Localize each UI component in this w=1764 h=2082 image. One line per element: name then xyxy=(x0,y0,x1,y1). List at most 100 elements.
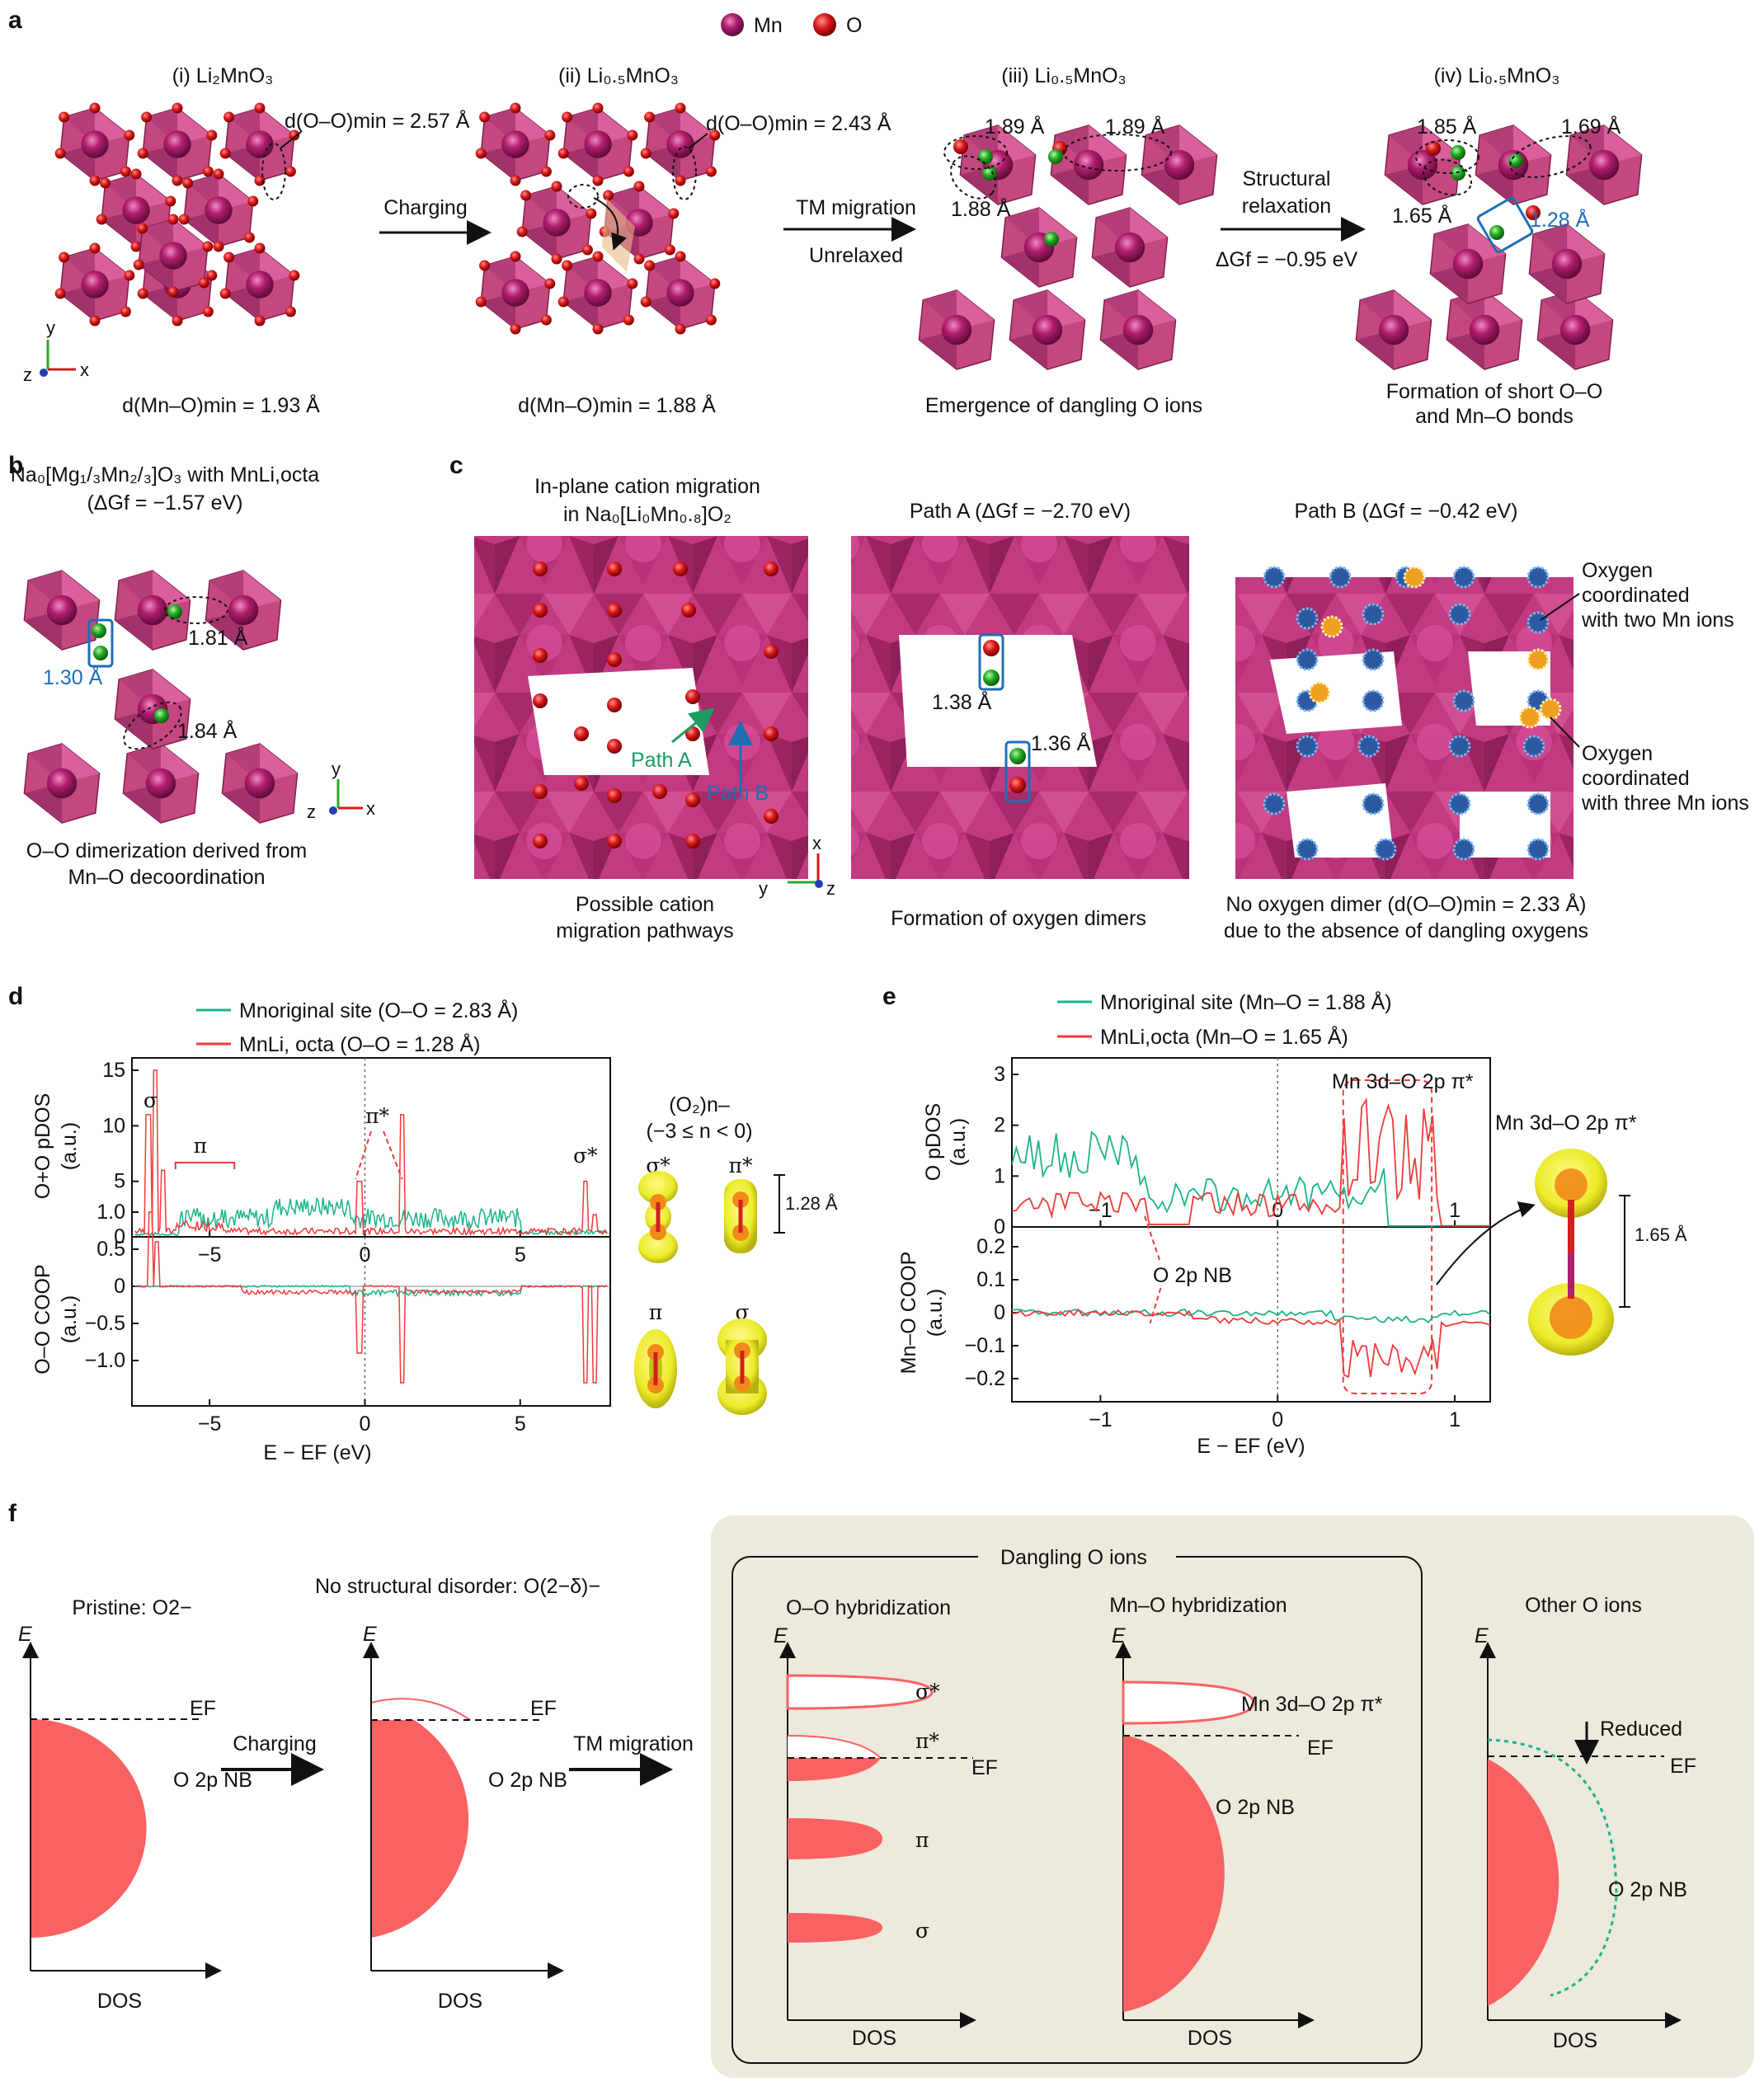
structural-label: Structural xyxy=(1243,167,1331,190)
panel-f-label: f xyxy=(8,1500,17,1527)
e-xtick: 1 xyxy=(1449,1408,1461,1431)
orbital-pistar-label: π* xyxy=(729,1154,753,1177)
svg-text:EF: EF xyxy=(971,1756,998,1779)
svg-text:DOS: DOS xyxy=(438,1990,482,2013)
f-diagram-3: E σ* π* EF π σ DOS xyxy=(774,1624,998,2050)
caption-iv-2: and Mn–O bonds xyxy=(1415,405,1573,428)
annotation-c-2: 1.36 Å xyxy=(1031,731,1091,755)
d-peak-label: σ xyxy=(143,1088,158,1112)
svg-text:z: z xyxy=(826,878,835,899)
caption-iv-1: Formation of short O–O xyxy=(1386,380,1603,403)
dimer-box-a xyxy=(978,633,1004,691)
caption-iii: Emergence of dangling O ions xyxy=(925,394,1202,417)
f-title-1: Pristine: O2− xyxy=(72,1596,191,1619)
e-ytick-bot: 0.1 xyxy=(976,1268,1005,1291)
orbital-length-d: 1.28 Å xyxy=(785,1193,838,1214)
dimer-box-b xyxy=(1004,740,1031,803)
oxygen-2mn-label-1: Oxygen xyxy=(1582,559,1653,582)
d-xtick-mid: 5 xyxy=(515,1243,526,1267)
svg-text:π*: π* xyxy=(915,1729,939,1753)
panel-c-caption-3b: due to the absence of dangling oxygens xyxy=(1224,919,1588,942)
d-ytick-bot: −0.5 xyxy=(85,1312,125,1335)
annotation-iv-1: 1.85 Å xyxy=(1417,114,1477,139)
structure-b-image xyxy=(23,570,299,824)
structure-iii-image xyxy=(918,125,1218,370)
f-diagram-1: E EF O 2p NB DOS xyxy=(18,1623,252,2013)
dangling-title: Dangling O ions xyxy=(1000,1546,1147,1569)
annotation-iv-4: 1.28 Å xyxy=(1530,207,1590,232)
e-ytick-top: 2 xyxy=(994,1114,1005,1137)
d-peak-label: π xyxy=(194,1134,207,1158)
structure-i-image xyxy=(54,102,300,327)
panel-c-title-1b: in Na₀[Li₀Mn₀.₈]O₂ xyxy=(563,503,731,526)
f-title-5: Other O ions xyxy=(1525,1594,1642,1617)
oxygen-2mn-label-2: coordinated xyxy=(1582,584,1690,607)
annotation-b-3: 1.84 Å xyxy=(177,718,238,743)
d-ytick-top: 10 xyxy=(102,1114,125,1137)
charging-label: Charging xyxy=(383,196,467,219)
e-ytick-bot: 0 xyxy=(994,1301,1005,1324)
svg-text:Mn 3d–O 2p π*: Mn 3d–O 2p π* xyxy=(1241,1693,1383,1716)
d-ytick-bot: −1.0 xyxy=(85,1349,125,1372)
orbital-pi-label: π xyxy=(649,1300,662,1324)
e-ytick-bot: −0.2 xyxy=(965,1367,1005,1390)
svg-text:O 2p NB: O 2p NB xyxy=(173,1769,252,1792)
legend-o: O xyxy=(846,14,862,37)
f-diagram-4: E Mn 3d–O 2p π* EF O 2p NB DOS xyxy=(1112,1624,1383,2050)
orbital-length-e: 1.65 Å xyxy=(1635,1224,1687,1245)
e-ytick-top: 0 xyxy=(994,1215,1005,1238)
svg-text:E: E xyxy=(1475,1624,1489,1647)
orbital-pi-image xyxy=(634,1329,677,1408)
svg-text:O 2p NB: O 2p NB xyxy=(1216,1796,1295,1819)
orbital-title-1: (O₂)n– xyxy=(669,1093,730,1116)
legend-e-green: Mnoriginal site (Mn–O = 1.88 Å) xyxy=(1100,989,1392,1014)
f-charging-label: Charging xyxy=(233,1732,316,1755)
tm-migration-label: TM migration xyxy=(796,196,916,219)
annotation-iii-3: 1.88 Å xyxy=(951,196,1011,221)
f-title-3: O–O hybridization xyxy=(786,1596,951,1619)
panel-b-caption-1: O–O dimerization derived from xyxy=(26,839,307,862)
d-xtick: 5 xyxy=(515,1412,526,1436)
annotation-b-1: 1.81 Å xyxy=(188,625,248,650)
oxygen-2mn-label-3: with two Mn ions xyxy=(1581,609,1734,632)
annotation-iv-3: 1.65 Å xyxy=(1392,203,1452,228)
oxygen-3mn-label-2: coordinated xyxy=(1582,767,1690,790)
c3-oxygen-sites xyxy=(1263,566,1562,861)
f-tm-label: TM migration xyxy=(573,1732,694,1755)
e-ytick-bot: −0.1 xyxy=(965,1334,1005,1357)
legend-d-green: Mnoriginal site (O–O = 2.83 Å) xyxy=(239,998,518,1022)
e-xtick-mid: −1 xyxy=(1089,1199,1112,1222)
d-ytick-bot: 1.0 xyxy=(96,1201,125,1224)
c1-oxygen-sites xyxy=(533,562,779,848)
path-b-label: Path B xyxy=(707,782,769,805)
structure-iii-title: (iii) Li₀.₅MnO₃ xyxy=(1001,64,1126,87)
svg-text:x: x xyxy=(366,798,375,819)
axes-triad-a: y z x xyxy=(23,317,89,385)
svg-text:σ: σ xyxy=(915,1919,929,1943)
svg-text:Reduced: Reduced xyxy=(1600,1718,1682,1741)
svg-text:E: E xyxy=(363,1623,377,1646)
d-ytick-top: 5 xyxy=(114,1170,125,1193)
structure-ii-title: (ii) Li₀.₅MnO₃ xyxy=(558,64,679,87)
panel-e-nb-label: O 2p NB xyxy=(1153,1264,1232,1287)
panel-e-ylabel-top-2: (a.u.) xyxy=(947,1118,970,1166)
annotation-iv-2: 1.69 Å xyxy=(1561,114,1621,139)
axes-triad-b: y z x xyxy=(307,759,375,822)
panel-d-label: d xyxy=(8,983,23,1010)
d-ytick-bot: 0 xyxy=(114,1275,125,1298)
svg-text:E: E xyxy=(1112,1624,1126,1647)
svg-text:DOS: DOS xyxy=(1188,2027,1232,2050)
f-title-4: Mn–O hybridization xyxy=(1109,1594,1287,1617)
annotation-c-1: 1.38 Å xyxy=(932,689,992,714)
svg-text:O 2p NB: O 2p NB xyxy=(488,1769,567,1792)
orbital-title-2: (−3 ≤ n < 0) xyxy=(646,1120,752,1143)
panel-e-ylabel-bot-2: (a.u.) xyxy=(924,1289,947,1337)
e-ytick-bot: 0.2 xyxy=(976,1235,1005,1258)
panel-d-xlabel: E − EF (eV) xyxy=(263,1441,371,1464)
f-diagram-5: E Reduced EF O 2p NB DOS xyxy=(1475,1624,1696,2052)
svg-text:z: z xyxy=(307,801,316,822)
panel-c-caption-1b: migration pathways xyxy=(556,919,733,942)
annotation-iii-1: 1.89 Å xyxy=(985,114,1045,139)
panel-a-label: a xyxy=(8,7,22,34)
